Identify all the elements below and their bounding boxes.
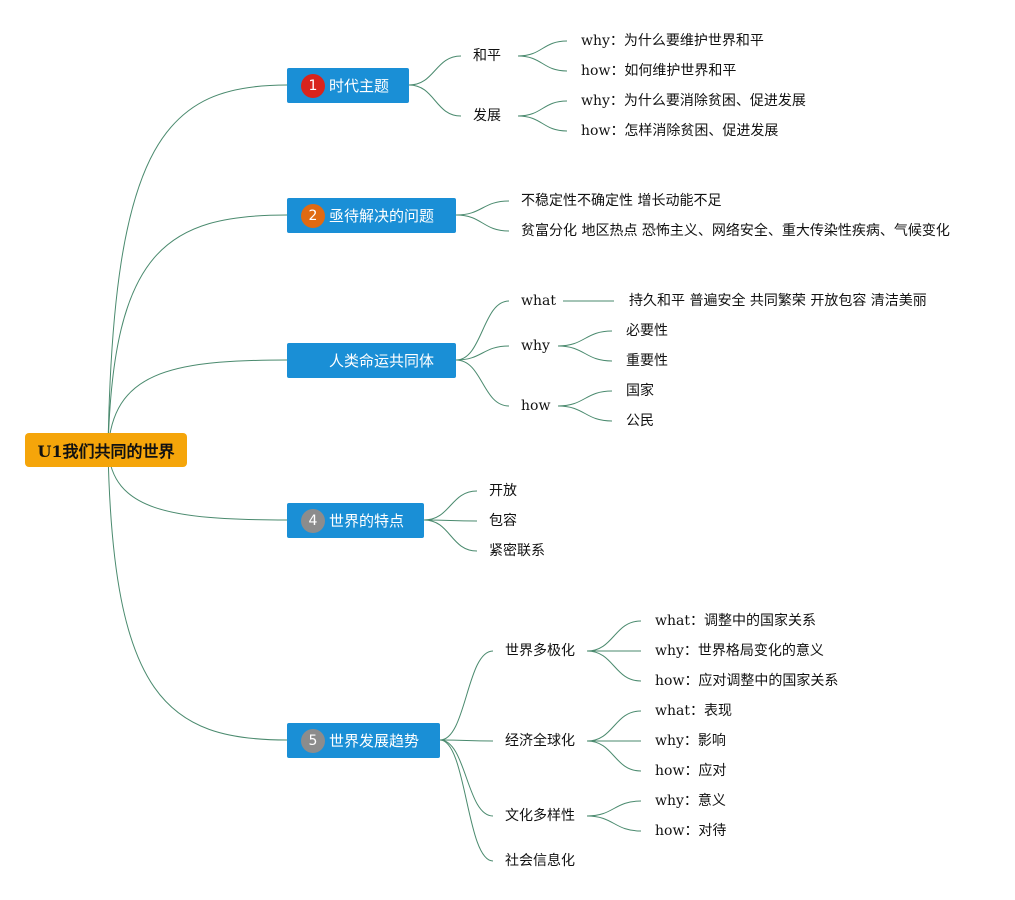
subtopic-node[interactable]: why：意义 bbox=[655, 793, 726, 809]
topic-node[interactable]: 世界多极化 bbox=[505, 643, 575, 659]
branch-label: 时代主题 bbox=[329, 77, 390, 95]
topic-node[interactable]: 和平 bbox=[473, 48, 501, 64]
connector-line bbox=[586, 815, 642, 832]
topic-node[interactable]: 文化多样性 bbox=[505, 808, 575, 824]
subtopic-node[interactable]: how：如何维护世界和平 bbox=[581, 63, 737, 79]
subtopic-node[interactable]: how：应对 bbox=[655, 763, 727, 779]
connector-line bbox=[455, 300, 510, 361]
subtopic-node[interactable]: what：表现 bbox=[655, 703, 732, 719]
number-badge-icon: 5 bbox=[301, 728, 325, 753]
subtopic-node[interactable]: 公民 bbox=[626, 413, 654, 429]
number-badge-icon bbox=[301, 349, 325, 373]
connector-line bbox=[107, 359, 288, 451]
connector-line bbox=[517, 40, 568, 57]
topic-node[interactable]: 社会信息化 bbox=[505, 853, 575, 869]
topic-node[interactable]: 发展 bbox=[473, 108, 501, 124]
topic-node[interactable]: 不稳定性不确定性 增长动能不足 bbox=[521, 193, 722, 209]
connector-line bbox=[586, 740, 642, 772]
connector-line bbox=[586, 650, 642, 682]
branch-label: 人类命运共同体 bbox=[329, 352, 435, 370]
subtopic-node[interactable]: how：怎样消除贫困、促进发展 bbox=[581, 123, 779, 139]
connector-line bbox=[557, 345, 613, 362]
connector-line bbox=[408, 55, 462, 86]
connector-line bbox=[107, 214, 288, 451]
connector-line bbox=[439, 650, 494, 741]
connector-line bbox=[423, 519, 478, 552]
number-badge-icon: 1 bbox=[301, 73, 325, 98]
subtopic-node[interactable]: what：调整中的国家关系 bbox=[655, 613, 816, 629]
connector-line bbox=[107, 449, 288, 521]
connector-line bbox=[557, 390, 613, 407]
topic-node[interactable]: 经济全球化 bbox=[505, 733, 575, 749]
subtopic-node[interactable]: 必要性 bbox=[626, 323, 668, 339]
connector-line bbox=[517, 100, 568, 117]
topic-node[interactable]: how bbox=[521, 398, 551, 414]
topic-node[interactable]: what bbox=[521, 293, 556, 309]
connector-line bbox=[586, 710, 642, 742]
connector-line bbox=[586, 800, 642, 817]
connector-line bbox=[423, 490, 478, 521]
connector-line bbox=[423, 519, 478, 522]
branch-label: 世界发展趋势 bbox=[329, 732, 420, 750]
root-node[interactable]: U1我们共同的世界 bbox=[25, 433, 187, 467]
connector-line bbox=[517, 115, 568, 132]
connector-line bbox=[557, 405, 613, 422]
connector-line bbox=[107, 84, 288, 451]
connector-line bbox=[439, 739, 494, 817]
subtopic-node[interactable]: 重要性 bbox=[626, 353, 668, 369]
connector-line bbox=[586, 620, 642, 652]
topic-node[interactable]: 贫富分化 地区热点 恐怖主义、网络安全、重大传染性疾病、气候变化 bbox=[521, 223, 950, 239]
subtopic-node[interactable]: 持久和平 普遍安全 共同繁荣 开放包容 清洁美丽 bbox=[629, 293, 927, 309]
connector-line bbox=[439, 739, 494, 742]
connector-line bbox=[557, 330, 613, 347]
subtopic-node[interactable]: why：为什么要消除贫困、促进发展 bbox=[581, 93, 806, 109]
topic-node[interactable]: why bbox=[521, 338, 550, 354]
number-badge-icon: 2 bbox=[301, 203, 325, 228]
topic-node[interactable]: 包容 bbox=[489, 513, 517, 529]
number-badge-icon: 4 bbox=[301, 508, 325, 533]
connector-line bbox=[455, 214, 510, 232]
subtopic-node[interactable]: how：应对调整中的国家关系 bbox=[655, 673, 839, 689]
connector-line bbox=[517, 55, 568, 72]
connector-line bbox=[455, 200, 510, 216]
branch-label: 世界的特点 bbox=[329, 512, 405, 530]
connector-line bbox=[107, 449, 288, 741]
subtopic-node[interactable]: why：世界格局变化的意义 bbox=[655, 643, 824, 659]
connector-line bbox=[455, 359, 510, 407]
connector-line bbox=[408, 84, 462, 117]
subtopic-node[interactable]: 国家 bbox=[626, 383, 654, 399]
branch-node-3[interactable]: 人类命运共同体 bbox=[287, 343, 456, 378]
subtopic-node[interactable]: why：为什么要维护世界和平 bbox=[581, 33, 764, 49]
connector-line bbox=[439, 739, 494, 862]
subtopic-node[interactable]: how：对待 bbox=[655, 823, 727, 839]
topic-node[interactable]: 开放 bbox=[489, 483, 517, 499]
topic-node[interactable]: 紧密联系 bbox=[489, 543, 545, 559]
subtopic-node[interactable]: why：影响 bbox=[655, 733, 726, 749]
connector-line bbox=[455, 345, 510, 361]
branch-label: 亟待解决的问题 bbox=[329, 207, 435, 225]
